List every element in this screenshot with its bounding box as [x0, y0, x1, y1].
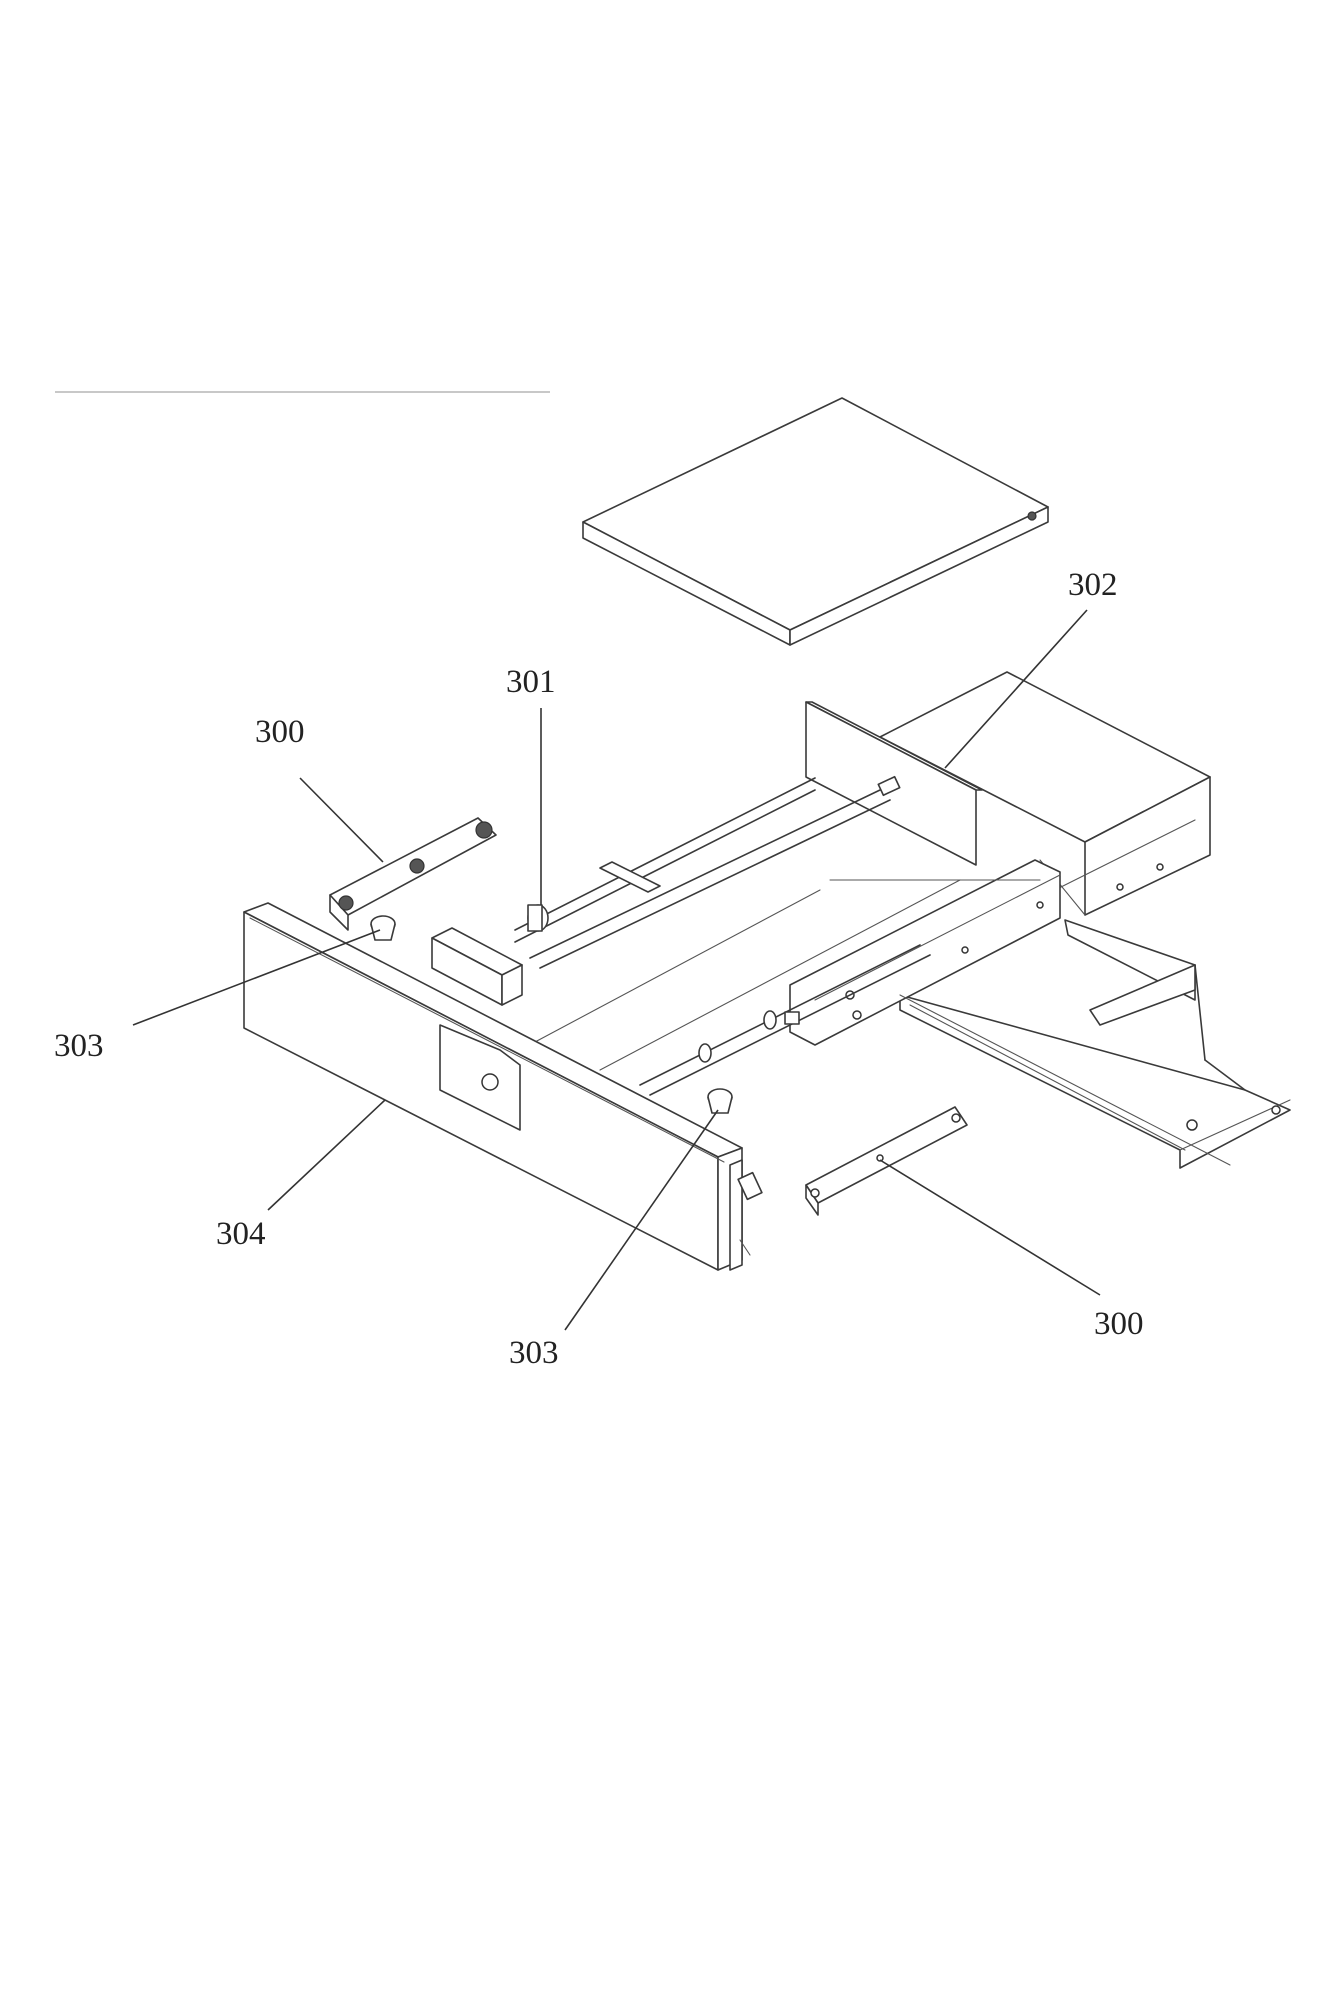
callout-300-top: 300 — [255, 714, 305, 750]
callout-303-bottom: 303 — [509, 1335, 559, 1371]
rod-bushing — [527, 904, 549, 932]
leader-lines — [132, 609, 1101, 1331]
callout-300-bottom: 300 — [1094, 1306, 1144, 1342]
rubber-foot-right — [707, 1088, 733, 1114]
callout-303-left: 303 — [54, 1028, 104, 1064]
callout-301: 301 — [506, 664, 556, 700]
top-cover-plate — [582, 397, 1049, 646]
callout-304: 304 — [216, 1216, 266, 1252]
right-side-tray — [899, 919, 1291, 1169]
callout-302: 302 — [1068, 567, 1118, 603]
left-bracket-block — [431, 927, 523, 1006]
front-beam — [243, 902, 763, 1271]
rubber-foot-left — [370, 915, 396, 941]
mounting-plate-left — [329, 817, 497, 931]
rear-housing-box — [879, 671, 1211, 916]
mounting-plate-right — [805, 1106, 968, 1216]
main-frame — [514, 775, 1231, 1166]
